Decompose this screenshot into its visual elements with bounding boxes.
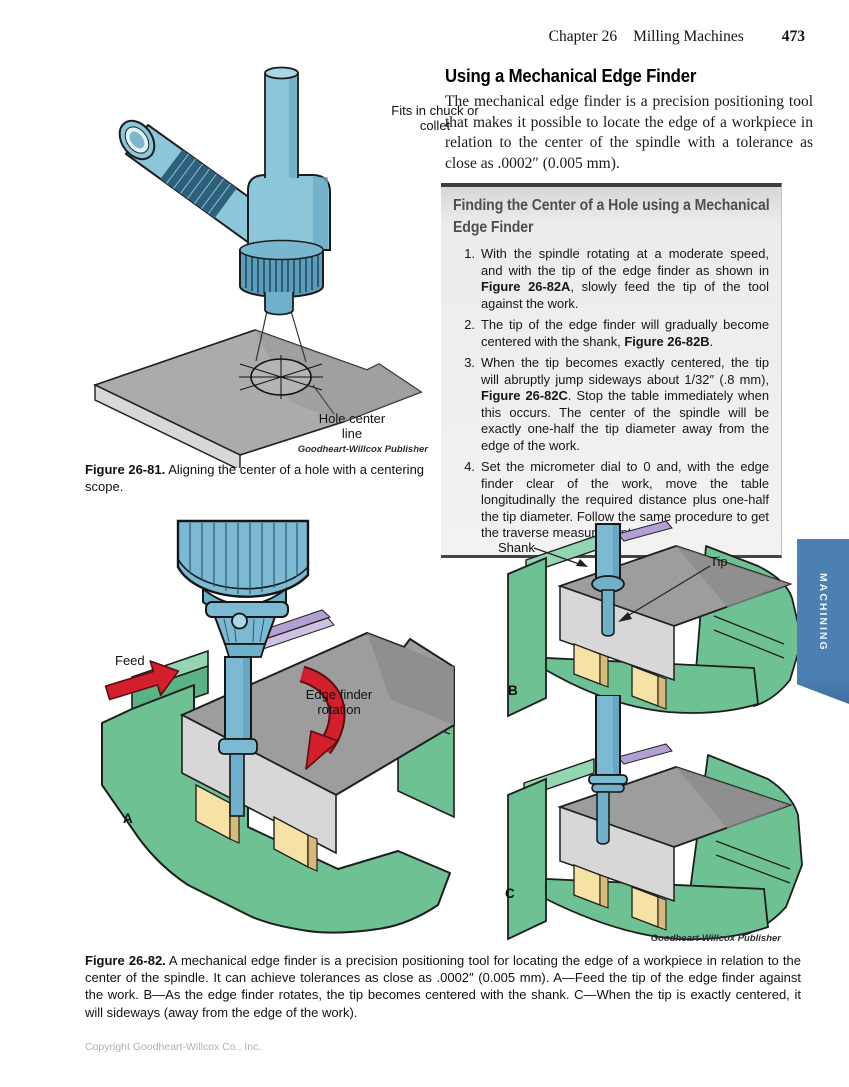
- copyright-line: Copyright Goodheart-Willcox Co., Inc.: [85, 1041, 262, 1053]
- procedure-title: Finding the Center of a Hole using a Mec…: [453, 197, 770, 236]
- step-number: 2.: [464, 317, 475, 332]
- figure-26-82c-illustration: [507, 695, 803, 941]
- machining-tab-label: MACHINING: [817, 573, 829, 652]
- machining-section-tab: MACHINING: [797, 539, 849, 704]
- figure-26-81-illustration: [92, 66, 423, 468]
- fig82-caption-label: Figure 26-82.: [85, 953, 166, 968]
- fig82-label-rotation: Edge finder rotation: [305, 687, 373, 717]
- fig81-caption-text: Aligning the center of a hole with a cen…: [85, 462, 425, 495]
- step-text: With the spindle rotating at a moderate …: [481, 246, 770, 311]
- figure-26-82b-illustration: [507, 520, 803, 718]
- fig81-credit: Goodheart-Willcox Publisher: [297, 444, 428, 455]
- procedure-step: 2. The tip of the edge finder will gradua…: [449, 317, 771, 350]
- step-text: The tip of the edge finder will graduall…: [481, 317, 769, 349]
- step-number: 4.: [464, 459, 475, 474]
- fig82-credit: Goodheart-Willcox Publisher: [650, 933, 781, 944]
- procedure-step: 3. When the tip becomes exactly centered,…: [449, 355, 771, 454]
- procedure-step: 1. With the spindle rotating at a moderat…: [449, 246, 771, 312]
- fig81-caption-label: Figure 26-81.: [85, 462, 166, 477]
- fig82-label-shank: Shank: [498, 540, 535, 555]
- fig82-letter-c: C: [505, 886, 515, 901]
- running-head: Chapter 26 Milling Machines 473: [430, 28, 805, 46]
- figure-26-82a-illustration: [101, 519, 455, 934]
- chapter-title: Milling Machines: [633, 28, 744, 45]
- page-number: 473: [781, 28, 805, 45]
- section-heading: Using a Mechanical Edge Finder: [445, 66, 697, 86]
- step-number: 1.: [464, 246, 475, 261]
- procedure-steps: 1. With the spindle rotating at a moderat…: [449, 246, 771, 542]
- fig82-letter-b: B: [508, 683, 518, 698]
- fig82-letter-a: A: [123, 811, 133, 826]
- fig81-label-chuck: Fits in chuck or collet: [391, 103, 479, 133]
- fig81-caption: Figure 26-81.Aligning the center of a ho…: [85, 461, 437, 495]
- chapter-number: Chapter 26: [548, 28, 618, 45]
- fig81-label-hole-center-line: Hole center line: [318, 411, 386, 441]
- step-text: When the tip becomes exactly centered, t…: [481, 355, 769, 453]
- fig82-label-tip: Tip: [710, 554, 728, 569]
- fig82-caption: Figure 26-82.A mechanical edge finder is…: [85, 952, 801, 1021]
- step-number: 3.: [464, 355, 475, 370]
- procedure-box: Finding the Center of a Hole using a Mec…: [441, 183, 782, 558]
- fig82-caption-text: A mechanical edge finder is a precision …: [85, 953, 801, 1020]
- fig82-label-feed: Feed: [115, 653, 145, 668]
- section-paragraph: The mechanical edge finder is a precisio…: [445, 93, 813, 172]
